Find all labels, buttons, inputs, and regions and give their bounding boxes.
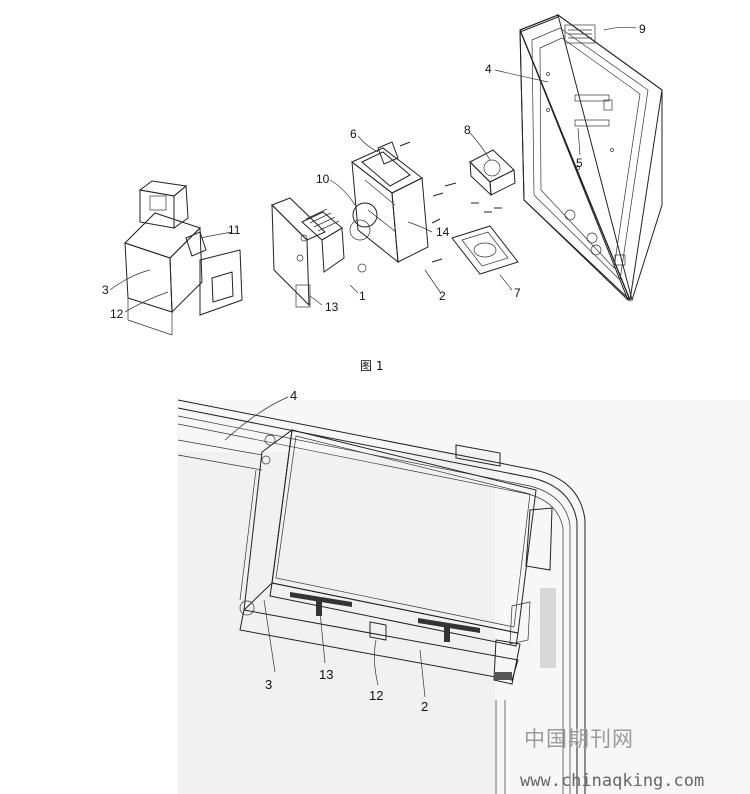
module-housing-part-3 (124, 180, 243, 336)
label-14: 14 (436, 225, 450, 239)
fig2-label-3: 3 (265, 677, 272, 692)
label-10: 10 (316, 172, 330, 186)
label-6: 6 (350, 127, 357, 141)
figure-2-assembled-view: 4 3 13 12 2 (177, 388, 750, 794)
pcb-with-heatsink-part-1 (271, 197, 345, 308)
fig2-label-4: 4 (290, 388, 297, 403)
label-5: 5 (576, 156, 583, 170)
label-1: 1 (359, 289, 366, 303)
label-9: 9 (639, 22, 646, 36)
bracket-frame-part-2 (351, 141, 429, 273)
label-3: 3 (102, 283, 109, 297)
label-11: 11 (228, 223, 241, 237)
figure-1-exploded-view: 9 4 5 6 8 10 11 14 3 12 1 13 2 7 图 1 (102, 13, 663, 373)
screws (399, 141, 502, 263)
label-8: 8 (464, 123, 471, 137)
watermark-url: www.chinaqking.com (520, 771, 704, 791)
watermark-site-name: 中国期刊网 (524, 727, 634, 751)
fan-part-8 (469, 149, 516, 197)
fig2-label-13: 13 (319, 667, 333, 682)
watermark: 中国期刊网 www.chinaqking.com (520, 727, 704, 791)
fan-ring-part-10 (352, 202, 378, 228)
gasket-part-7 (451, 225, 519, 275)
label-2: 2 (439, 289, 446, 303)
figure-1-leaders (109, 26, 637, 313)
fan-ring-lower (349, 219, 371, 241)
label-4: 4 (485, 62, 492, 76)
figure-2-leaders (224, 396, 426, 698)
label-12: 12 (110, 307, 124, 321)
label-13: 13 (325, 300, 339, 314)
enclosure-part-4 (519, 13, 663, 302)
figure-1-caption: 图 1 (360, 359, 383, 373)
slots-part-13 (290, 592, 480, 642)
fig2-label-2: 2 (421, 699, 428, 714)
label-7: 7 (514, 286, 521, 300)
fig2-label-12: 12 (369, 688, 383, 703)
